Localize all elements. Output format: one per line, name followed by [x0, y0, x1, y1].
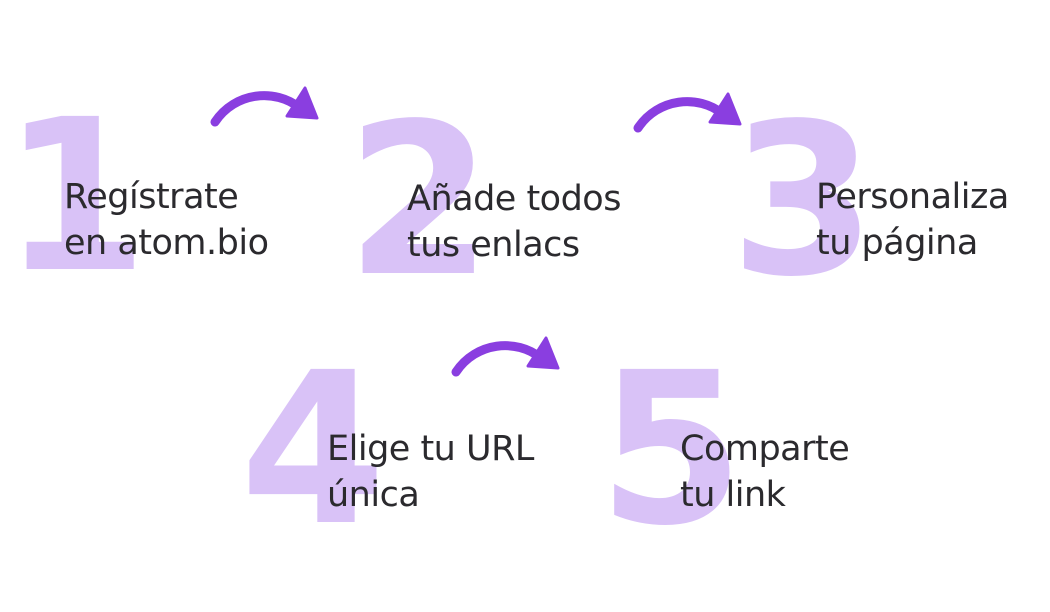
step-label-line1: Añade todos: [407, 179, 621, 219]
step-number: 4: [240, 327, 386, 572]
curved-arrow-right-icon: [633, 92, 742, 133]
step-label-line1: Comparte: [680, 429, 850, 469]
step-number: 1: [2, 74, 148, 319]
step-label-line1: Regístrate: [64, 177, 239, 217]
step-label-line1: Elige tu URL: [327, 429, 534, 469]
step-number: 3: [730, 78, 876, 323]
step-label-line2: única: [327, 475, 420, 515]
step-label-line2: tus enlacs: [407, 225, 580, 265]
step-number: 5: [598, 327, 744, 572]
step-label-line2: tu página: [816, 223, 978, 263]
step-label-line2: tu link: [680, 475, 786, 515]
step-number: 2: [346, 78, 492, 323]
curved-arrow-right-icon: [210, 86, 319, 127]
step-label-line2: en atom.bio: [64, 223, 269, 263]
step-label-line1: Personaliza: [816, 177, 1009, 217]
curved-arrow-right-icon: [451, 336, 560, 377]
